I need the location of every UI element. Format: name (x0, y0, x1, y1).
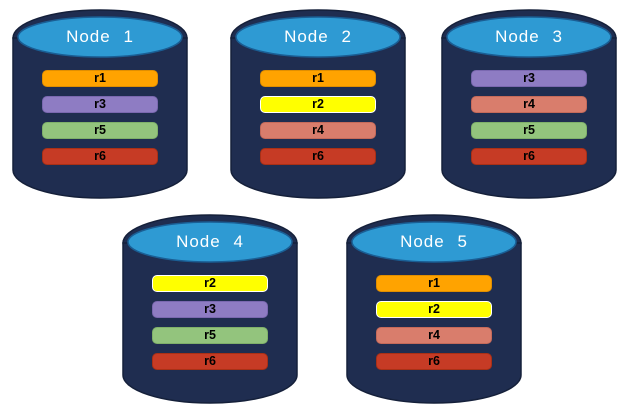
database-node-4: Node 4 r2 r3 r5 r6 (121, 213, 299, 405)
database-node-2: Node 2 r1 r2 r4 r6 (229, 8, 407, 200)
replica-label: r5 (204, 328, 216, 342)
replica-label: r3 (204, 302, 216, 316)
replica-bars: r3 r4 r5 r6 (471, 70, 587, 174)
database-node-3: Node 3 r3 r4 r5 r6 (440, 8, 618, 200)
replica-bar-r1: r1 (260, 70, 376, 87)
node-title: Node 5 (400, 232, 468, 251)
node-title: Node 2 (284, 27, 352, 46)
cylinder-top-ellipse (235, 16, 401, 58)
cylinder-top-ellipse (127, 221, 293, 263)
replica-bar-r2: r2 (152, 275, 268, 292)
replica-bar-r3: r3 (152, 301, 268, 318)
database-node-5: Node 5 r1 r2 r4 r6 (345, 213, 523, 405)
node-title: Node 4 (176, 232, 244, 251)
replica-bar-r4: r4 (376, 327, 492, 344)
replica-bar-r6: r6 (42, 148, 158, 165)
replica-label: r1 (428, 276, 440, 290)
replica-label: r2 (204, 276, 216, 290)
replica-bar-r4: r4 (260, 122, 376, 139)
replica-bars: r2 r3 r5 r6 (152, 275, 268, 379)
replica-label: r6 (428, 354, 440, 368)
replica-bar-r3: r3 (42, 96, 158, 113)
replica-label: r2 (428, 302, 440, 316)
replica-label: r6 (523, 149, 535, 163)
replica-label: r1 (312, 71, 324, 85)
replica-bar-r6: r6 (471, 148, 587, 165)
cylinder-top-ellipse (351, 221, 517, 263)
replica-bars: r1 r3 r5 r6 (42, 70, 158, 174)
cylinder-top-ellipse (446, 16, 612, 58)
node-title: Node 3 (495, 27, 563, 46)
replica-bar-r6: r6 (376, 353, 492, 370)
replica-label: r3 (94, 97, 106, 111)
replica-bar-r4: r4 (471, 96, 587, 113)
replica-bar-r5: r5 (42, 122, 158, 139)
replica-label: r3 (523, 71, 535, 85)
replica-bar-r5: r5 (471, 122, 587, 139)
replica-bars: r1 r2 r4 r6 (376, 275, 492, 379)
replica-bar-r5: r5 (152, 327, 268, 344)
replica-label: r6 (312, 149, 324, 163)
replica-bar-r1: r1 (376, 275, 492, 292)
replica-label: r6 (94, 149, 106, 163)
node-title: Node 1 (66, 27, 134, 46)
replica-bar-r2: r2 (260, 96, 376, 113)
replica-label: r5 (523, 123, 535, 137)
replica-bar-r2: r2 (376, 301, 492, 318)
replica-bars: r1 r2 r4 r6 (260, 70, 376, 174)
replica-bar-r3: r3 (471, 70, 587, 87)
replica-label: r6 (204, 354, 216, 368)
replica-bar-r1: r1 (42, 70, 158, 87)
replica-bar-r6: r6 (260, 148, 376, 165)
database-node-1: Node 1 r1 r3 r5 r6 (11, 8, 189, 200)
replica-label: r4 (428, 328, 440, 342)
replica-bar-r6: r6 (152, 353, 268, 370)
replica-label: r4 (312, 123, 324, 137)
replica-label: r4 (523, 97, 535, 111)
cylinder-top-ellipse (17, 16, 183, 58)
replica-label: r2 (312, 97, 324, 111)
replica-label: r1 (94, 71, 106, 85)
replica-label: r5 (94, 123, 106, 137)
